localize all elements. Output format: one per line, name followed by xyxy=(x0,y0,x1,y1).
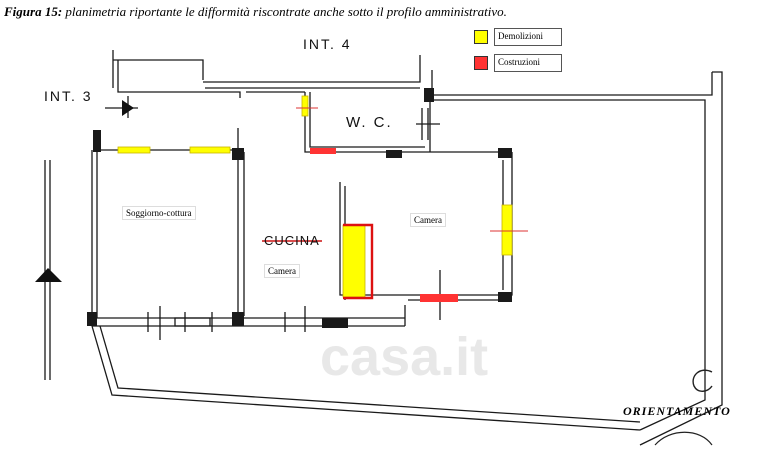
pillar xyxy=(386,150,402,158)
int3-arrow xyxy=(122,100,134,116)
legend-costruzioni-label: Costruzioni xyxy=(498,57,540,67)
pillar xyxy=(498,148,512,158)
construction-outline xyxy=(343,223,374,300)
orientation-c-symbol xyxy=(692,369,713,392)
north-arrow xyxy=(35,268,62,282)
int3-door-line xyxy=(105,96,138,118)
pillar xyxy=(498,292,512,302)
label-camera-right: Camera xyxy=(410,213,446,227)
orientation-arc xyxy=(654,431,713,446)
construction-mark xyxy=(310,148,336,154)
figure-caption: Figura 15: planimetria riportante le dif… xyxy=(4,4,507,20)
legend-costruzioni-frame xyxy=(494,54,562,72)
construction-mark xyxy=(420,294,458,302)
label-int4: INT. 4 xyxy=(303,36,352,52)
watermark-text: casa.it xyxy=(320,327,489,387)
watermark: casa.it xyxy=(320,326,488,388)
label-orientamento: ORIENTAMENTO xyxy=(623,404,731,418)
pillar xyxy=(232,148,244,160)
legend-demolizioni-frame xyxy=(494,28,562,46)
small-window xyxy=(174,317,211,327)
figure-label: Figura 15: xyxy=(4,4,63,19)
pillar xyxy=(424,88,434,102)
demolition-cross xyxy=(296,107,528,232)
terrace-bottom xyxy=(91,325,641,431)
demolition-mark xyxy=(342,224,366,298)
label-int3: INT. 3 xyxy=(44,88,93,104)
pillar xyxy=(87,312,97,326)
demolition-mark xyxy=(189,146,231,154)
legend-demolizioni-label: Demolizioni xyxy=(498,31,543,41)
label-camera-left: Camera xyxy=(264,264,300,278)
legend-demolizioni-swatch xyxy=(474,30,488,44)
label-soggiorno: Soggiorno-cottura xyxy=(122,206,196,220)
pillar xyxy=(232,312,244,326)
legend-costruzioni-swatch xyxy=(474,56,488,70)
corridor-wall-inner xyxy=(117,60,420,98)
label-wc: W. C. xyxy=(346,114,393,131)
partition-wall-1 xyxy=(237,152,245,316)
caption-text: planimetria riportante le difformità ris… xyxy=(62,4,507,19)
demolition-mark xyxy=(117,146,151,154)
demolition-mark xyxy=(301,95,309,117)
window-ticks xyxy=(147,270,441,340)
corridor-wall xyxy=(112,50,433,92)
terrace-outline xyxy=(432,71,723,446)
demolition-mark xyxy=(501,204,513,256)
label-cucina: CUCINA xyxy=(264,233,320,248)
apartment-left-wall xyxy=(91,130,98,318)
wc-door xyxy=(416,108,440,140)
bottom-wall xyxy=(92,305,406,327)
camera-right-inner xyxy=(408,160,512,301)
pillar xyxy=(322,318,348,328)
pillar xyxy=(93,130,101,152)
